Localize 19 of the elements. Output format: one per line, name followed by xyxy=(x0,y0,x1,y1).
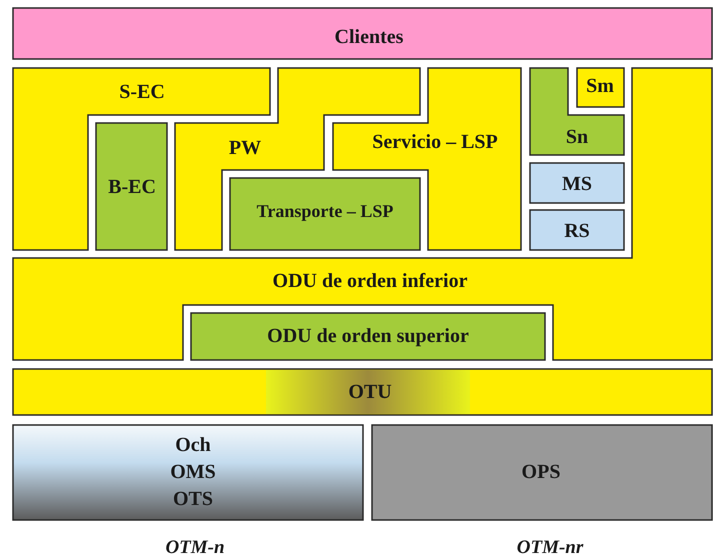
layer-label: ODU de orden inferior xyxy=(272,270,468,292)
layer-label: RS xyxy=(564,220,590,242)
layer-label: Sn xyxy=(566,126,588,148)
module-caption: OTM-nr xyxy=(516,537,584,558)
layer-label: ODU de orden superior xyxy=(267,325,469,347)
layer-label: PW xyxy=(228,137,262,159)
layer-label: OPS xyxy=(522,461,560,483)
layer-label: Clientes xyxy=(334,26,404,48)
layer-label: Och xyxy=(175,434,211,456)
layer-label: S-EC xyxy=(119,81,165,103)
layer-label: OMS xyxy=(170,461,216,483)
layer-label: OTS xyxy=(172,488,214,510)
layer-label: MS xyxy=(562,173,592,195)
module-caption: OTM-n xyxy=(165,537,225,558)
layer-label: OTU xyxy=(348,381,392,403)
layer-label: Sm xyxy=(586,75,614,97)
layer-label: Transporte – LSP xyxy=(256,202,394,222)
layer-label: B-EC xyxy=(108,176,156,198)
layer-label: Servicio – LSP xyxy=(372,131,498,153)
